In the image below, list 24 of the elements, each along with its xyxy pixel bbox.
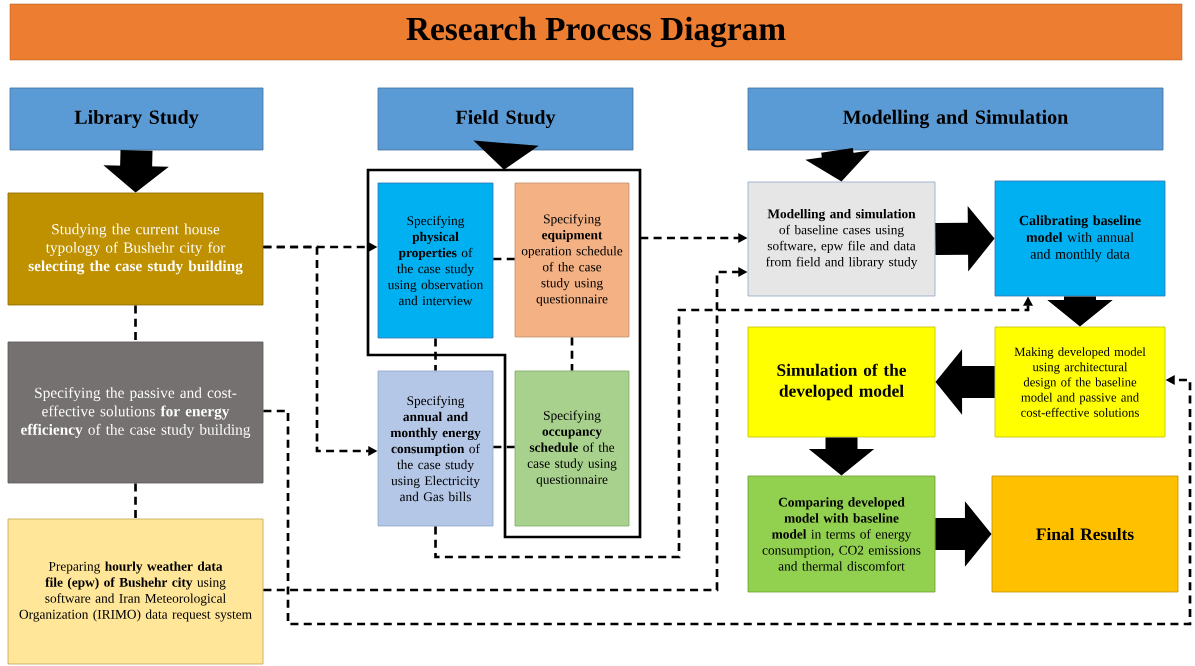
process-box: Specifying annual and monthly energy consumption of the case study using Electricity and Gas bills [377,370,494,527]
dashed-connector [134,483,137,519]
section-header: Modelling and Simulation [747,87,1164,151]
process-box: Modelling and simulation of baseline cases using software, epw file and data from field and library study [747,181,936,297]
dashed-connector [493,257,515,261]
process-box: Final Results [991,475,1179,593]
process-box: Specifying physical properties of the case study using observation and interview [377,182,494,339]
process-box: Studying the current house typology of Bushehr city for selecting the case study building [7,192,264,306]
process-box: Simulation of the developed model [747,326,936,438]
dashed-connector [570,337,574,371]
process-box: Comparing developed model with baseline model in terms of energy consumption, CO2 emissions and thermal discomfort [747,475,936,593]
process-box: Preparing hourly weather data file (epw) of Bushehr city using software and Iran Meteorological Organization (IRIMO) data request system [7,518,264,665]
dashed-connector [493,445,515,449]
grouping-outline [366,168,642,539]
process-box: Calibrating baseline model with annual and monthly data [994,180,1166,297]
section-header: Library Study [9,87,264,151]
process-box: Specifying equipment operation schedule of the case study using questionnaire [514,182,630,338]
process-box: Specifying occupancy schedule of the case study using questionnaire [514,370,630,527]
process-box: Specifying the passive and cost-effective solutions for energy efficiency of the case study building [7,341,264,484]
title-banner: Research Process Diagram [9,3,1183,61]
dashed-connector [434,338,437,371]
section-header: Field Study [377,87,634,151]
process-box: Making developed model using architectural design of the baseline model and passive and cost-effective solutions [994,326,1166,438]
dashed-connector [134,305,137,342]
